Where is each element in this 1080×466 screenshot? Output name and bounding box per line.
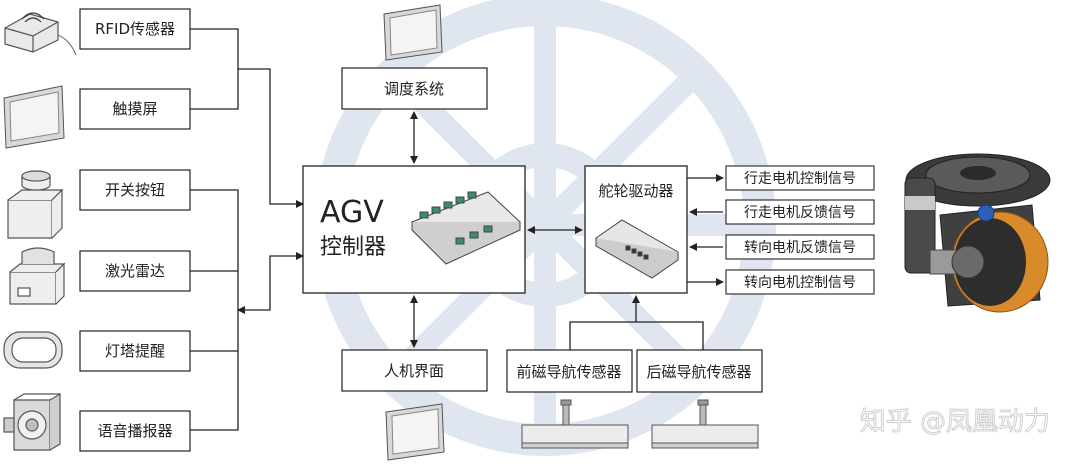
tower-light-box: 灯塔提醒 — [79, 330, 191, 372]
touch-screen-device-image — [3, 85, 65, 149]
rear-mag-sensor-image — [651, 399, 759, 449]
switch-button-device-image — [7, 170, 64, 239]
front-mag-sensor-label: 前磁导航传感器 — [516, 363, 621, 381]
lidar-label: 激光雷达 — [105, 262, 165, 280]
signal-connectors — [687, 174, 724, 286]
rear-mag-sensor-box: 后磁导航传感器 — [636, 349, 763, 393]
controller-board-image — [411, 191, 521, 265]
dispatch-system-label: 调度系统 — [384, 80, 444, 98]
touch-screen-box: 触摸屏 — [79, 88, 191, 130]
watermark-text: 知乎 @凤凰动力 — [860, 407, 1050, 437]
tower-light-device-image — [3, 331, 63, 369]
left-connectors — [190, 28, 304, 431]
travel-fb-signal-box: 行走电机反馈信号 — [725, 199, 875, 225]
hmi-screen-image — [385, 403, 445, 461]
front-mag-sensor-box: 前磁导航传感器 — [506, 349, 633, 393]
driver-unit-image — [595, 219, 679, 279]
steering-wheel-assembly-image — [904, 153, 1051, 313]
wheel-driver-label: 舵轮驱动器 — [598, 182, 673, 200]
dispatch-screen-image — [383, 4, 443, 61]
mag-sensor-connectors — [569, 295, 704, 350]
steer-ctrl-signal-label: 转向电机控制信号 — [744, 275, 856, 291]
travel-ctrl-signal-box: 行走电机控制信号 — [725, 165, 875, 191]
rear-mag-sensor-label: 后磁导航传感器 — [646, 363, 751, 381]
touch-screen-label: 触摸屏 — [112, 100, 157, 118]
input-arrow-top — [190, 28, 304, 208]
agv-controller-box: AGV 控制器 — [302, 165, 526, 294]
switch-button-box: 开关按钮 — [79, 169, 191, 211]
front-mag-sensor-image — [521, 399, 629, 449]
hmi-label: 人机界面 — [384, 362, 444, 380]
rfid-sensor-box: RFID传感器 — [79, 8, 191, 50]
travel-ctrl-signal-label: 行走电机控制信号 — [744, 171, 856, 187]
hmi-box: 人机界面 — [341, 349, 488, 392]
agv-controller-title: AGV — [320, 195, 384, 230]
rfid-sensor-label: RFID传感器 — [95, 20, 175, 38]
tower-light-label: 灯塔提醒 — [105, 342, 165, 360]
agv-controller-subtitle: 控制器 — [320, 235, 386, 260]
voice-broadcaster-device-image — [3, 392, 61, 451]
wheel-driver-box: 舵轮驱动器 — [584, 165, 688, 294]
voice-broadcaster-box: 语音播报器 — [79, 410, 191, 452]
rfid-device-image — [4, 12, 77, 56]
dispatch-system-box: 调度系统 — [341, 67, 488, 110]
switch-button-label: 开关按钮 — [105, 181, 165, 199]
io-arrow-bottom — [237, 252, 304, 314]
steer-fb-signal-label: 转向电机反馈信号 — [744, 240, 856, 256]
voice-broadcaster-label: 语音播报器 — [97, 422, 172, 440]
lidar-box: 激光雷达 — [79, 250, 191, 292]
travel-fb-signal-label: 行走电机反馈信号 — [744, 205, 856, 221]
lidar-device-image — [9, 247, 66, 305]
steer-fb-signal-box: 转向电机反馈信号 — [725, 234, 875, 260]
steer-ctrl-signal-box: 转向电机控制信号 — [725, 269, 875, 295]
